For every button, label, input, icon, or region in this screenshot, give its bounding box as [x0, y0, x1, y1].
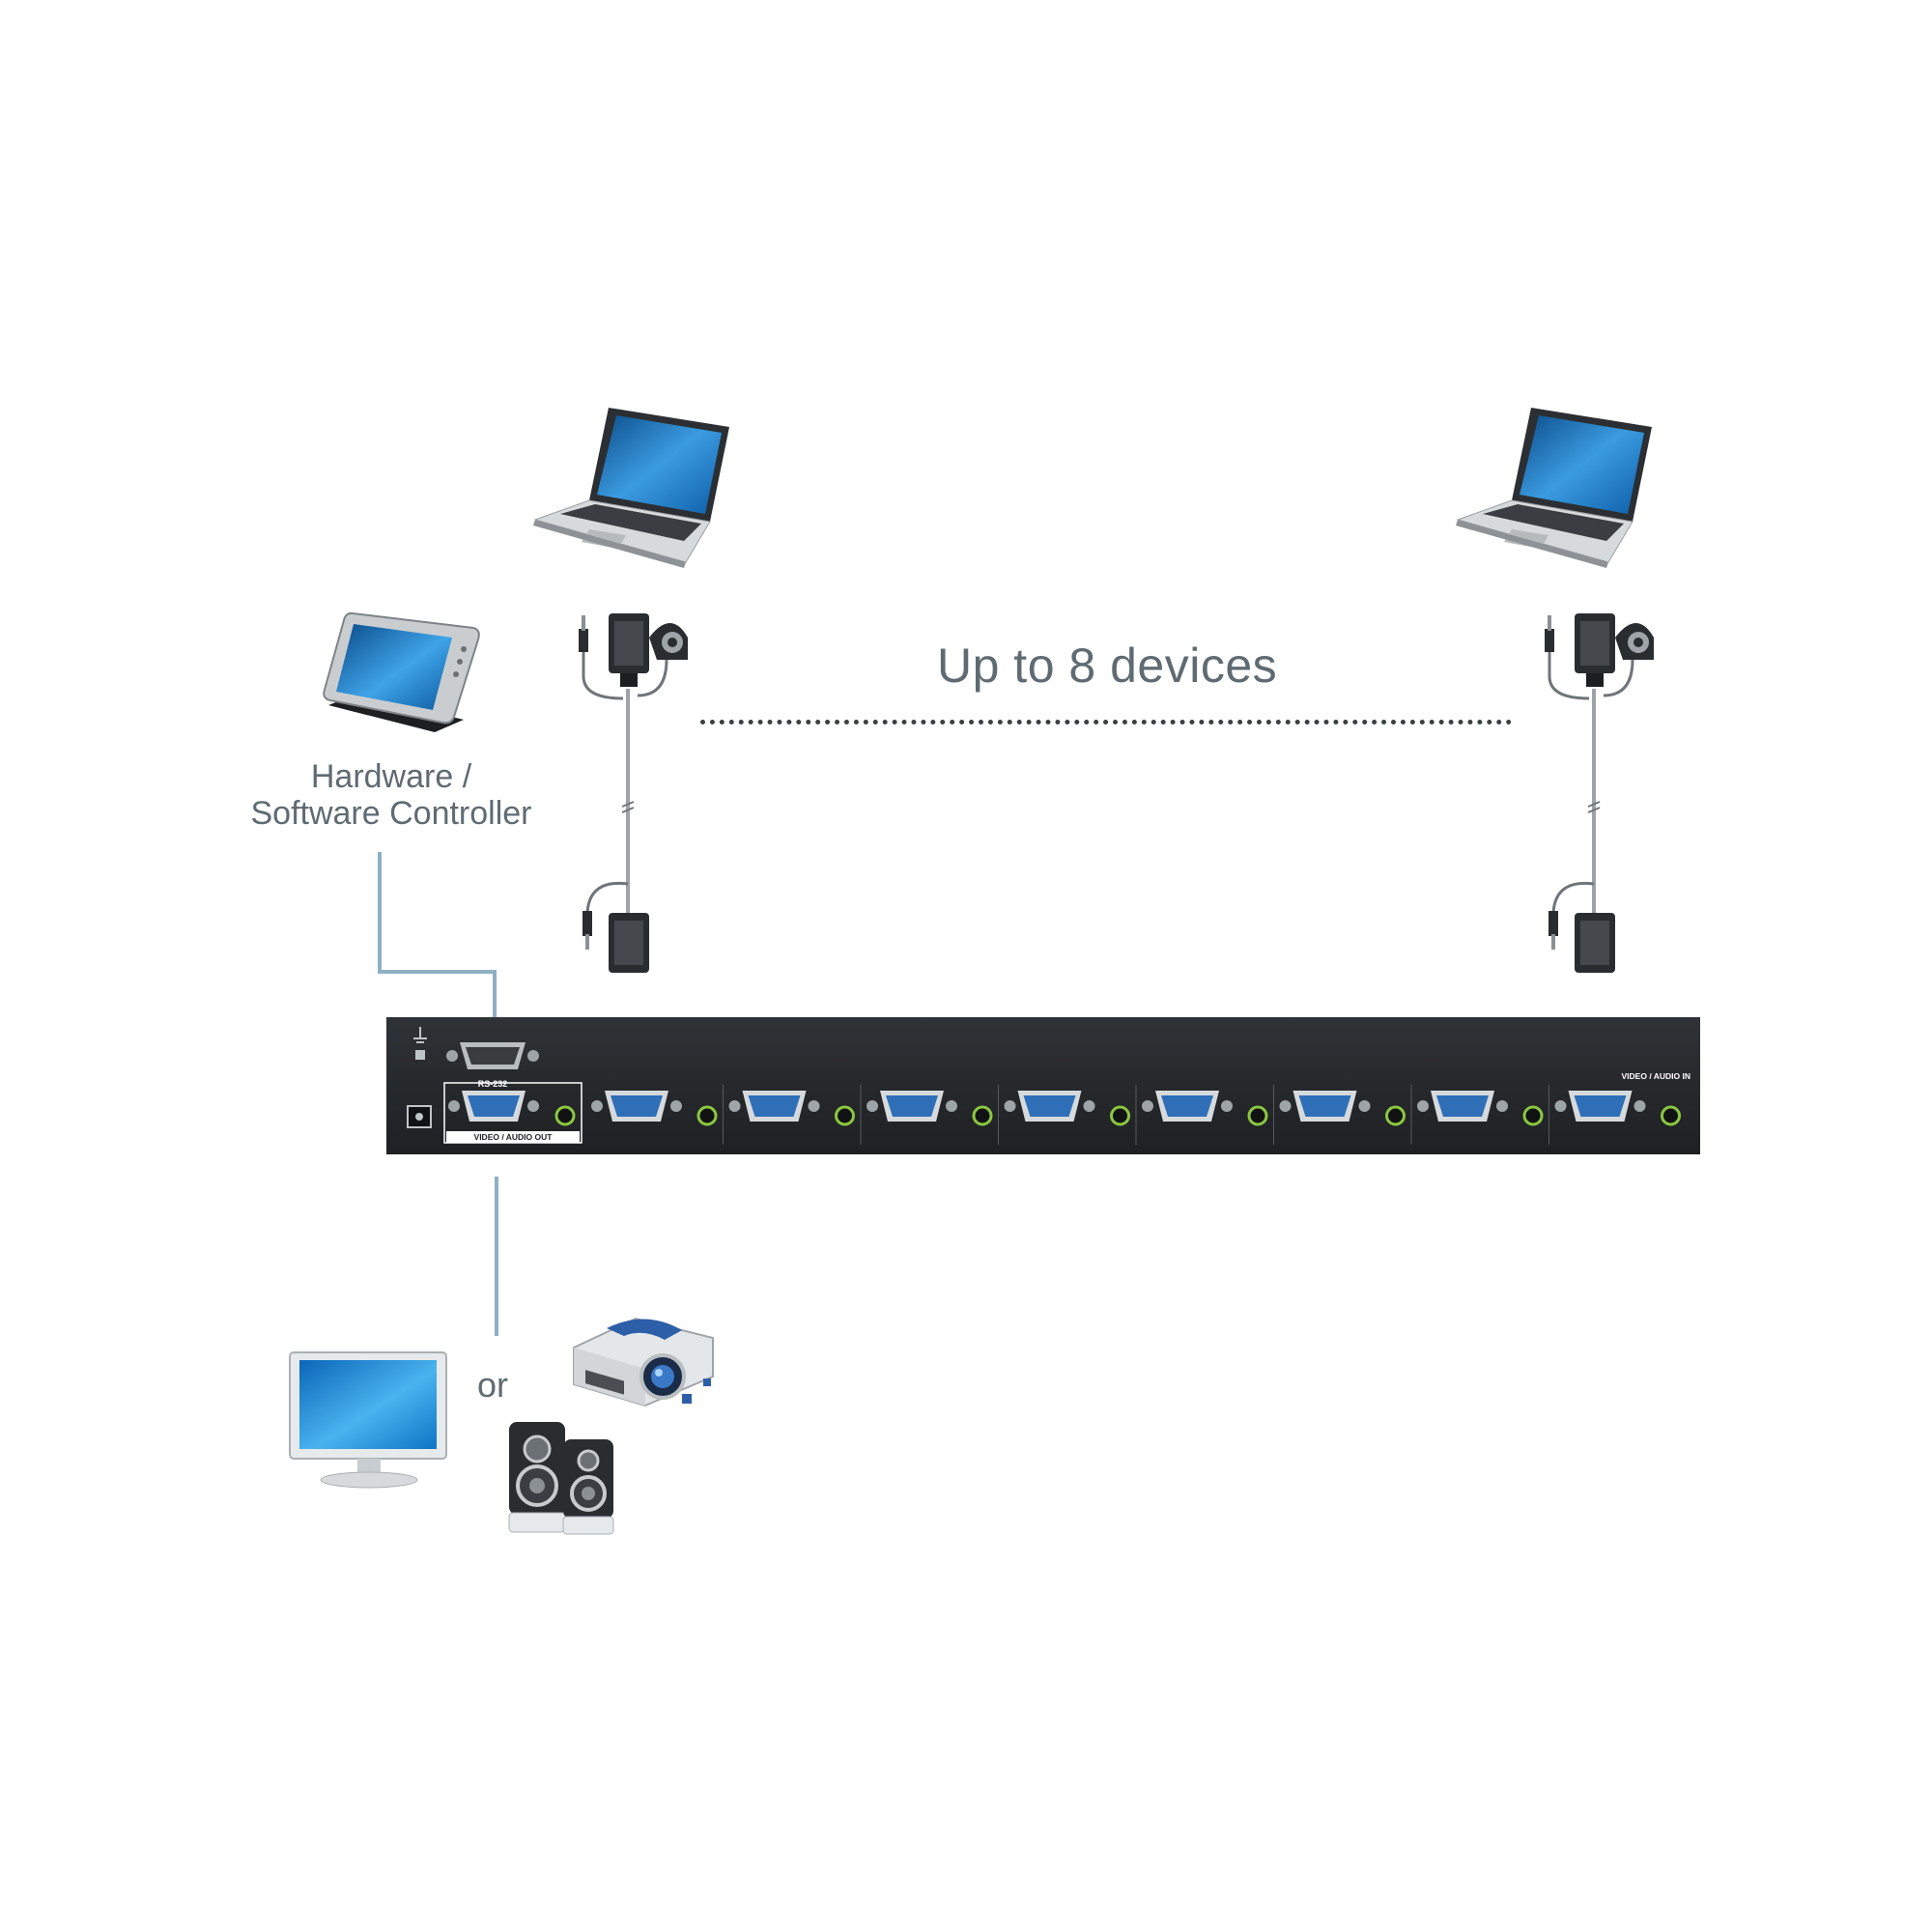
laptop-icon: [533, 408, 729, 568]
audio-in-jack[interactable]: [835, 1105, 855, 1126]
or-label: or: [477, 1365, 509, 1405]
device-count-label: Up to 8 devices: [937, 639, 1278, 693]
controller-label: Hardware / Software Controller: [222, 758, 560, 832]
audio-in-jack[interactable]: [1110, 1105, 1130, 1126]
output-label: VIDEO / AUDIO OUT: [474, 1132, 554, 1142]
tablet-controller-icon: [323, 611, 480, 732]
vga-audio-cable-icon: [579, 613, 688, 973]
audio-out-jack[interactable]: [554, 1105, 576, 1126]
controller-label-line2: Software Controller: [250, 795, 532, 832]
vga-in-port[interactable]: [867, 1091, 957, 1122]
vga-in-port[interactable]: [1004, 1091, 1095, 1122]
audio-in-jack[interactable]: [1522, 1105, 1544, 1126]
monitor-icon: [289, 1351, 447, 1489]
audio-in-jack[interactable]: [1385, 1105, 1406, 1126]
controller-label-line1: Hardware /: [310, 758, 472, 795]
ground-screw: [415, 1050, 425, 1060]
input-port-row: [591, 1085, 1681, 1145]
ground-icon: [413, 1027, 427, 1043]
projector-icon: [573, 1317, 714, 1407]
vga-in-port[interactable]: [1279, 1091, 1371, 1122]
audio-in-jack[interactable]: [696, 1105, 718, 1126]
rs232-port[interactable]: [446, 1042, 539, 1069]
vga-out-port[interactable]: [448, 1091, 539, 1122]
audio-in-jack[interactable]: [972, 1105, 993, 1126]
controller-link-line: [378, 852, 497, 1048]
input-label: VIDEO / AUDIO IN: [1622, 1071, 1690, 1081]
vga-in-port[interactable]: [591, 1091, 682, 1122]
audio-in-jack[interactable]: [1247, 1105, 1268, 1126]
laptop-icon: [1456, 408, 1652, 568]
av-switch-panel: RS-232 VIDEO / AUDIO OUT VIDEO / AUDIO I…: [386, 1017, 1700, 1154]
rs232-label: RS-232: [478, 1079, 508, 1089]
vga-in-port[interactable]: [728, 1091, 820, 1122]
vga-audio-cable-icon: [1545, 613, 1654, 973]
vga-in-port[interactable]: [1554, 1091, 1646, 1122]
device-range-dotted-line: [700, 720, 1512, 724]
audio-in-jack[interactable]: [1661, 1105, 1681, 1126]
vga-in-port[interactable]: [1417, 1091, 1508, 1122]
vga-in-port[interactable]: [1142, 1091, 1233, 1122]
speakers-icon: [508, 1422, 614, 1535]
